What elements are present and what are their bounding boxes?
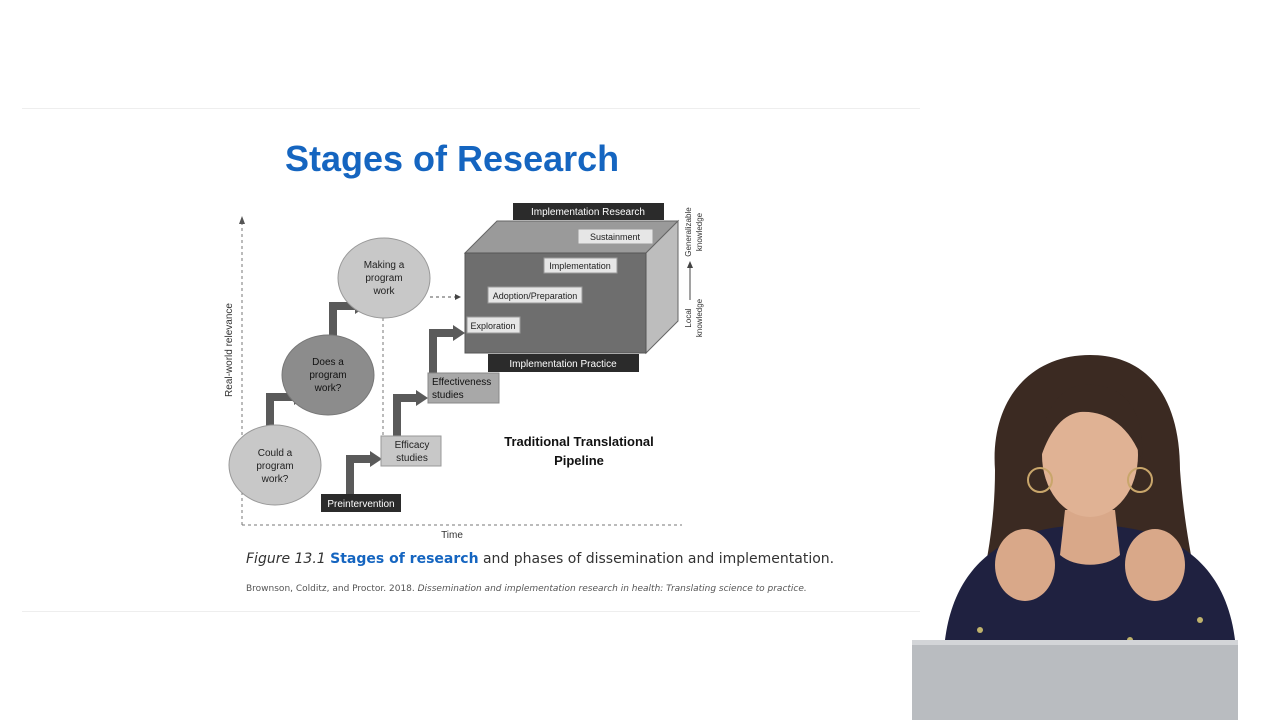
slide-title: Stages of Research — [285, 138, 620, 179]
citation: Brownson, Colditz, and Proctor. 2018. Di… — [246, 584, 807, 594]
pipeline-label-line2: Pipeline — [554, 453, 604, 468]
box-efficacy-line2: studies — [396, 453, 428, 464]
circle-making-line3: work — [372, 286, 395, 297]
y-axis-label: Real-world relevance — [224, 303, 235, 397]
top-divider — [22, 108, 920, 109]
implementation-research-label: Implementation Research — [531, 207, 645, 218]
box-preintervention-label: Preintervention — [327, 499, 394, 510]
step-arrow-4-head — [416, 390, 428, 406]
implementation-practice-bar — [488, 354, 639, 372]
stage-sustainment-label: Sustainment — [590, 232, 641, 242]
circle-making-line2: program — [365, 273, 402, 284]
circle-does-line2: program — [309, 370, 346, 381]
circle-does-line1: Does a — [312, 357, 344, 368]
bottom-divider — [22, 611, 920, 612]
circle-could — [228, 424, 322, 506]
pipeline-label-line1: Traditional Translational — [504, 434, 654, 449]
caption-rest: and phases of dissemination and implemen… — [478, 551, 835, 567]
box-preintervention — [321, 494, 401, 512]
stage-sustainment — [577, 228, 654, 245]
presenter-left-hand — [995, 529, 1055, 601]
stage-adoption-label: Adoption/Preparation — [493, 291, 578, 301]
box-effectiveness-line2: studies — [432, 390, 464, 401]
citation-authors: Brownson, Colditz, and Proctor. 2018. — [246, 584, 418, 594]
step-arrow-3-head — [370, 451, 382, 467]
figure-label: Figure 13.1 — [246, 551, 326, 567]
laptop — [912, 640, 1238, 720]
step-arrow-5-head — [453, 325, 465, 341]
step-arrow-1 — [266, 393, 296, 430]
step-arrow-2 — [329, 302, 357, 336]
caption-highlight: Stages of research — [330, 551, 479, 567]
generalizable-knowledge-line1: Generalizable — [684, 207, 693, 257]
generalizable-knowledge-line2: knowledge — [695, 212, 704, 251]
circle-does-line3: work? — [314, 383, 342, 394]
circle-making-line1: Making a — [364, 260, 405, 271]
presenter-earring-left — [1027, 467, 1053, 493]
local-knowledge-line2: knowledge — [695, 298, 704, 337]
box-efficacy-line1: Efficacy — [395, 440, 430, 451]
x-axis-label: Time — [441, 530, 463, 541]
circle-could-line2: program — [256, 461, 293, 472]
stage-implementation-label: Implementation — [549, 261, 611, 271]
stage-exploration — [466, 316, 521, 334]
local-knowledge-line1: Local — [684, 308, 693, 327]
presenter-hair-front — [1040, 384, 1143, 460]
presenter-face — [1042, 393, 1138, 517]
citation-title: Dissemination and implementation researc… — [417, 584, 807, 594]
presenter-neck — [1060, 510, 1120, 565]
box-efficacy — [380, 435, 442, 467]
stage-implementation — [543, 257, 618, 274]
circle-could-line1: Could a — [258, 448, 293, 459]
circle-could-line3: work? — [261, 474, 289, 485]
circle-making — [337, 237, 431, 319]
presenter-right-hand — [1125, 529, 1185, 601]
implementation-research-bar — [513, 203, 664, 220]
box-effectiveness — [427, 372, 500, 404]
laptop-edge — [912, 640, 1238, 645]
knowledge-axis-arrowhead — [687, 261, 693, 268]
presenter-earring-right — [1127, 467, 1153, 493]
stage-adoption — [487, 286, 583, 304]
box-effectiveness-line1: Effectiveness — [432, 377, 491, 388]
stage-exploration-label: Exploration — [470, 321, 515, 331]
y-axis-arrowhead — [239, 216, 245, 224]
step-arrow-3 — [346, 455, 372, 494]
step-arrow-5 — [429, 329, 455, 373]
step-arrow-4 — [393, 394, 418, 437]
circle-does — [281, 334, 375, 416]
implementation-practice-label: Implementation Practice — [509, 359, 617, 370]
figure-caption: Figure 13.1 Stages of research and phase… — [246, 551, 834, 567]
